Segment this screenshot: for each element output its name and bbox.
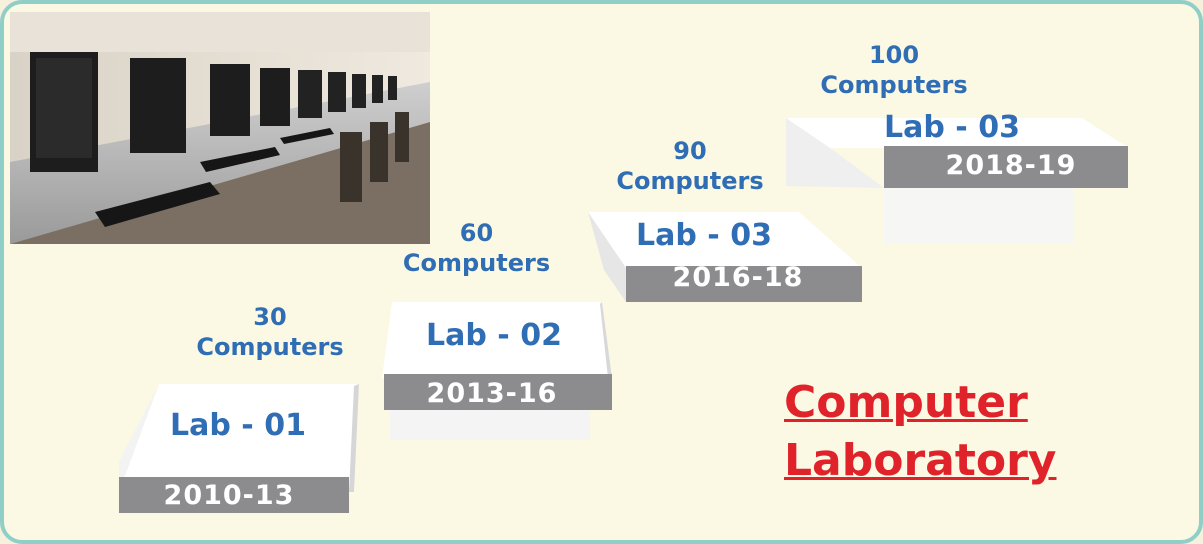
title-line-1: Computer <box>784 377 1028 428</box>
count-label: Computers <box>402 249 551 277</box>
count-number: 90 <box>673 137 707 165</box>
step-2-count: 60 Computers <box>384 218 569 278</box>
title-line-2: Laboratory <box>784 435 1057 486</box>
count-number: 60 <box>459 219 494 247</box>
count-label: Computers <box>196 333 344 361</box>
count-label: Computers <box>820 71 968 99</box>
count-number: 100 <box>868 41 920 69</box>
year-bar <box>119 477 349 513</box>
year-bar <box>626 266 862 302</box>
count-label: Computers <box>616 167 764 195</box>
lab-label: Lab - 02 <box>426 318 562 353</box>
step-4-count: 100 Computers <box>804 40 984 100</box>
step-block-2 <box>382 302 612 440</box>
step-3-count: 90 Computers <box>604 136 776 196</box>
step-block-4 <box>786 118 1129 244</box>
year-label: 2018-19 <box>945 150 1077 181</box>
computer-lab-photo <box>10 12 430 244</box>
lab-label: Lab - 03 <box>884 110 1020 145</box>
year-bar <box>384 374 612 410</box>
page-title: Computer Laboratory <box>784 374 1057 490</box>
year-bar <box>884 146 1128 188</box>
year-label: 2016-18 <box>672 262 804 293</box>
step-1-count: 30 Computers <box>190 302 350 362</box>
count-number: 30 <box>253 303 287 331</box>
lab-label: Lab - 03 <box>636 218 772 253</box>
step-block-3 <box>588 212 862 302</box>
year-label: 2010-13 <box>163 480 295 511</box>
step-block-1 <box>119 384 359 513</box>
year-label: 2013-16 <box>426 378 558 409</box>
lab-label: Lab - 01 <box>170 408 306 443</box>
